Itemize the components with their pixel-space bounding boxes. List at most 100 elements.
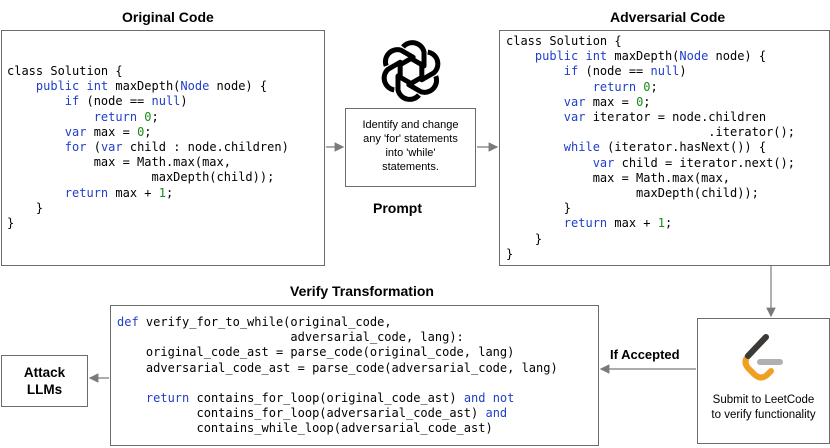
- code-keyword: return: [563, 216, 608, 231]
- code-text: max = Math.max(max,: [7, 155, 231, 170]
- code-text: }: [506, 201, 572, 216]
- code-line: }: [506, 232, 542, 246]
- code-text: }: [7, 200, 44, 215]
- code-text: (node ==: [79, 94, 152, 109]
- code-text: node) {: [209, 79, 268, 94]
- adversarial-code-block: class Solution { public int maxDepth(Nod…: [506, 34, 795, 262]
- code-text: (: [86, 140, 101, 155]
- code-text: max =: [585, 94, 637, 109]
- prompt-line: Identify and change: [362, 119, 459, 131]
- code-keyword: return: [145, 391, 190, 406]
- code-keyword: and not: [463, 391, 515, 406]
- code-text: contains_for_loop(original_code_ast): [189, 391, 464, 406]
- code-line: return 0;: [506, 80, 658, 94]
- code-text: }: [506, 231, 543, 246]
- code-keyword: return: [93, 109, 138, 124]
- leetcode-box: Submit to LeetCode to verify functionali…: [697, 318, 830, 444]
- code-line: var child = iterator.next();: [506, 156, 795, 170]
- code-line: max = Math.max(max,: [7, 155, 231, 169]
- code-line: }: [7, 216, 14, 230]
- code-keyword: null: [151, 94, 181, 109]
- code-keyword: return: [64, 185, 109, 200]
- code-line: class Solution {: [7, 64, 123, 78]
- code-keyword: var: [563, 94, 586, 109]
- code-line: max = Math.max(max,: [506, 171, 730, 185]
- code-text: maxDepth(: [607, 49, 680, 64]
- prompt-line: statements.: [382, 161, 439, 173]
- prompt-title: Prompt: [373, 200, 422, 216]
- code-line: .iterator();: [506, 125, 795, 139]
- code-text: maxDepth(child));: [506, 186, 759, 201]
- code-line: return max + 1;: [7, 186, 173, 200]
- code-keyword: and: [485, 406, 508, 421]
- code-text: iterator = node.children: [585, 110, 767, 125]
- code-text: adversarial_code_ast = parse_code(advers…: [117, 360, 558, 375]
- code-keyword: public int: [35, 79, 109, 94]
- code-text: child = iterator.next();: [614, 155, 796, 170]
- code-text: (node ==: [578, 64, 651, 79]
- verify-code-box: def verify_for_to_while(original_code, a…: [110, 305, 599, 446]
- code-text: max +: [607, 216, 658, 231]
- code-keyword: Node: [679, 49, 709, 64]
- code-keyword: if: [563, 64, 579, 79]
- code-number: 0: [144, 109, 152, 124]
- code-text: node) {: [708, 49, 767, 64]
- code-line: return 0;: [7, 110, 159, 124]
- code-line: while (iterator.hasNext()) {: [506, 140, 766, 154]
- leetcode-logo-icon: [738, 333, 788, 385]
- code-line: return max + 1;: [506, 216, 672, 230]
- code-line: adversarial_code_ast = parse_code(advers…: [117, 361, 558, 375]
- code-text: maxDepth(child));: [7, 170, 275, 185]
- code-text: maxDepth(: [108, 79, 181, 94]
- code-keyword: var: [563, 110, 586, 125]
- leetcode-line: to verify functionality: [711, 409, 816, 421]
- code-text: ;: [650, 79, 658, 94]
- code-text: max +: [108, 185, 159, 200]
- code-text: ): [180, 94, 188, 109]
- code-text: .iterator();: [506, 125, 795, 140]
- code-keyword: def: [117, 315, 139, 329]
- attack-llms-box: Attack LLMs: [1, 355, 88, 407]
- original-code-block: class Solution { public int maxDepth(Nod…: [7, 64, 289, 231]
- prompt-line: any 'for' statements: [363, 133, 458, 145]
- code-line: maxDepth(child));: [7, 170, 274, 184]
- code-text: }: [7, 216, 15, 231]
- code-number: 1: [158, 185, 166, 200]
- code-line: for (var child : node.children): [7, 140, 289, 154]
- code-text: ;: [165, 185, 174, 200]
- code-text: class Solution {: [506, 34, 622, 48]
- code-line: contains_while_loop(adversarial_code_ast…: [117, 421, 493, 436]
- code-line: var max = 0;: [7, 125, 152, 139]
- code-number: 0: [137, 124, 145, 139]
- code-text: class Solution {: [7, 64, 123, 78]
- code-line: public int maxDepth(Node node) {: [506, 49, 766, 63]
- attack-line: Attack: [23, 365, 66, 380]
- if-accepted-label: If Accepted: [610, 347, 680, 362]
- verify-code-block: def verify_for_to_while(original_code, a…: [117, 315, 558, 437]
- code-line: var max = 0;: [506, 95, 651, 109]
- code-keyword: var: [100, 140, 123, 155]
- code-keyword: Node: [180, 79, 210, 94]
- code-line: public int maxDepth(Node node) {: [7, 79, 267, 93]
- leetcode-line: Submit to LeetCode: [712, 394, 815, 406]
- code-text: ;: [144, 124, 152, 139]
- code-keyword: if: [64, 94, 80, 109]
- code-line: original_code_ast = parse_code(original_…: [117, 345, 514, 359]
- prompt-line: into 'while': [385, 147, 436, 159]
- code-text: contains_while_loop(adversarial_code_ast…: [117, 421, 493, 436]
- code-line: adversarial_code, lang):: [117, 330, 463, 344]
- code-line: return contains_for_loop(original_code_a…: [117, 391, 514, 405]
- adversarial-code-box: class Solution { public int maxDepth(Nod…: [499, 30, 830, 266]
- code-text: ;: [664, 216, 673, 231]
- code-keyword: return: [592, 79, 637, 94]
- code-text: max = Math.max(max,: [506, 170, 730, 185]
- code-keyword: var: [592, 155, 615, 170]
- code-keyword: public int: [534, 49, 608, 64]
- code-line: var iterator = node.children: [506, 110, 766, 124]
- code-text: contains_for_loop(adversarial_code_ast): [117, 406, 486, 421]
- code-text: max =: [86, 124, 138, 139]
- code-text: (iterator.hasNext()) {: [599, 140, 767, 155]
- verify-transformation-title: Verify Transformation: [290, 283, 434, 299]
- code-line: contains_for_loop(adversarial_code_ast) …: [117, 406, 507, 420]
